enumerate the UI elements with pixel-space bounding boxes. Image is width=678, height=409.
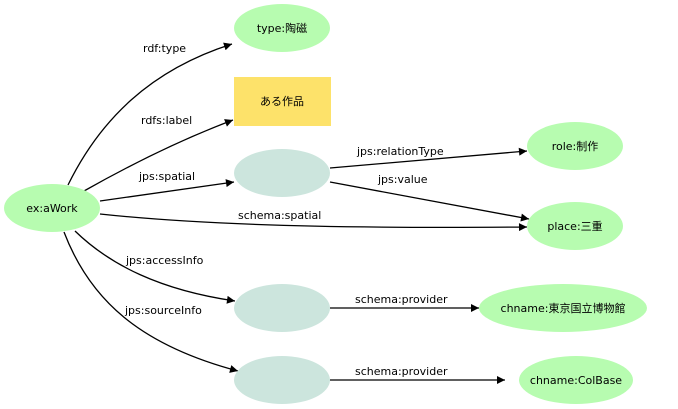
edge-label: schema:spatial [238, 209, 321, 222]
edge-label: jps:relationType [356, 145, 444, 158]
edge-line [83, 119, 234, 192]
node-label: ex:aWork [26, 202, 78, 215]
edge-line [99, 213, 528, 232]
edge-label: rdfs:label [141, 114, 192, 127]
edge-label: jps:spatial [138, 170, 195, 183]
edge-schema-provider-2[interactable]: schema:provider [330, 365, 505, 384]
edge-jps-spatial[interactable]: jps:spatial [99, 170, 235, 202]
node-aWork[interactable]: ex:aWork [4, 184, 100, 232]
edge-jps-accessInfo[interactable]: jps:accessInfo [74, 230, 236, 304]
edge-jps-value[interactable]: jps:value [329, 173, 530, 222]
node-shape [234, 77, 331, 126]
edge-line [67, 42, 233, 186]
edge-label: jps:accessInfo [125, 254, 204, 267]
node-shape [234, 4, 330, 52]
edge-jps-relationType[interactable]: jps:relationType [329, 145, 528, 169]
edge-label: jps:sourceInfo [124, 304, 202, 317]
edge-schema-spatial[interactable]: schema:spatial [99, 209, 528, 232]
edge-label: schema:provider [355, 365, 448, 378]
edge-line [63, 231, 239, 373]
node-blank1[interactable] [234, 149, 330, 197]
node-blank2[interactable] [234, 284, 330, 332]
edge-rdfs-label[interactable]: rdfs:label [83, 114, 234, 192]
node-shape [4, 184, 100, 232]
node-label: chname:東京国立博物館 [501, 301, 626, 315]
edge-jps-sourceInfo[interactable]: jps:sourceInfo [63, 231, 239, 373]
node-label: role:制作 [552, 140, 599, 153]
edge-rdf-type[interactable]: rdf:type [67, 42, 233, 186]
node-label-literal[interactable]: ある作品 [234, 77, 331, 126]
node-type[interactable]: type:陶磁 [234, 4, 330, 52]
node-shape [527, 202, 623, 250]
node-blank3[interactable] [234, 356, 330, 404]
edge-line [99, 179, 235, 202]
edge-line [329, 181, 530, 222]
node-shape [234, 149, 330, 197]
node-label: place:三重 [547, 219, 602, 233]
edge-line [74, 230, 236, 304]
edges: rdf:type rdfs:label jps:spatial jps:rela… [63, 42, 530, 384]
nodes: ex:aWork type:陶磁 ある作品 role:制作 place:三重 c… [4, 4, 647, 404]
node-label: type:陶磁 [257, 21, 307, 35]
node-shape [234, 284, 330, 332]
node-place[interactable]: place:三重 [527, 202, 623, 250]
node-label: ある作品 [260, 95, 304, 108]
node-shape [519, 356, 633, 404]
node-colbase[interactable]: chname:ColBase [519, 356, 633, 404]
edge-label: schema:provider [355, 293, 448, 306]
edge-schema-provider-1[interactable]: schema:provider [330, 293, 479, 312]
node-role[interactable]: role:制作 [527, 122, 623, 170]
edge-line [329, 147, 528, 169]
node-shape [234, 356, 330, 404]
edge-label: rdf:type [143, 42, 186, 55]
node-shape [479, 284, 647, 332]
edge-label: jps:value [377, 173, 428, 186]
node-label: chname:ColBase [530, 374, 622, 387]
node-shape [527, 122, 623, 170]
node-tnm[interactable]: chname:東京国立博物館 [479, 284, 647, 332]
